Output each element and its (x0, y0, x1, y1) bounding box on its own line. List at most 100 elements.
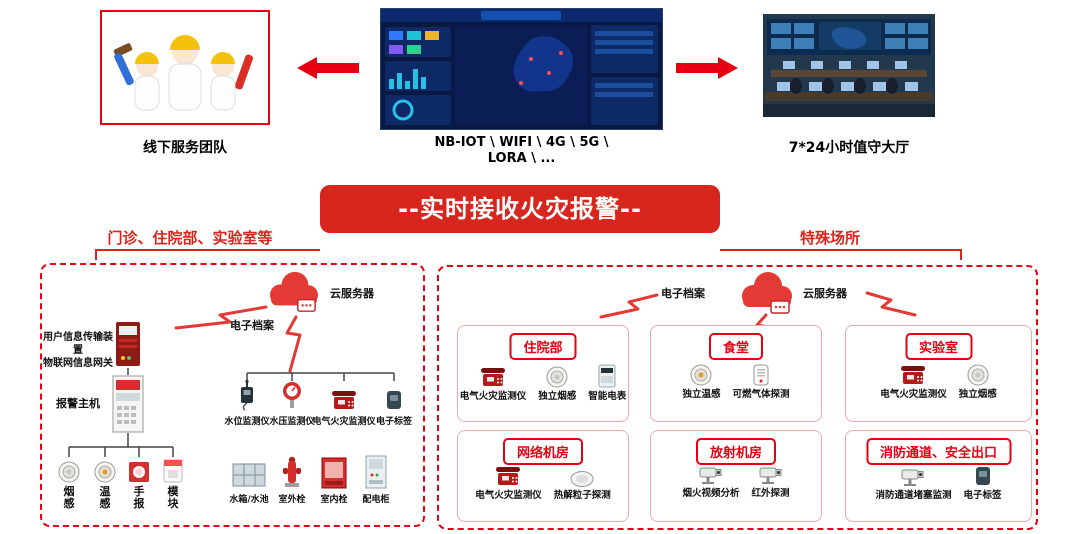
device: 电气火灾监测仪 (475, 465, 542, 502)
sensor-manual: 手报 (124, 453, 154, 511)
electrical-fire-monitor-icon (331, 389, 357, 411)
room-devices: 烟火视频分析 红外探测 (651, 465, 821, 500)
pressure-gauge-icon (280, 381, 304, 411)
device-caption: 可燃气体探测 (732, 389, 790, 400)
device-caption: 烟火视频分析 (682, 488, 740, 499)
indoor-hydrant-icon (321, 457, 347, 489)
sensor-module: 模块 (158, 453, 188, 511)
earchive-label: 电子档案 (661, 287, 705, 300)
temp-detector-icon (690, 364, 712, 386)
sensor-label: 模块 (167, 484, 179, 511)
room-title: 消防通道、安全出口 (865, 438, 1012, 465)
workers-illustration (113, 35, 254, 111)
sensor-label: 温感 (99, 484, 111, 511)
room-box-radiology-room: 放射机房 烟火视频分析 红外探测 (650, 430, 822, 522)
equip-label: 配电柜 (362, 495, 390, 505)
device: 智能电表 (588, 364, 626, 403)
arrow-left-icon (297, 57, 359, 79)
room-box-inpatient: 住院部 电气火灾监测仪 独立烟感 智能电表 (457, 325, 629, 422)
equip-outdoor-hydrant: 室外栓 (262, 447, 322, 505)
device-caption: 热解粒子探测 (553, 490, 611, 501)
hydrant-icon (282, 455, 302, 489)
device: 可燃气体探测 (733, 364, 790, 401)
right-section-line (720, 249, 962, 251)
control-room-mock (763, 14, 935, 117)
monitor-label: 电气火灾监测仪 (312, 417, 376, 427)
right-section-label: 特殊场所 (799, 229, 860, 247)
device: 热解粒子探测 (554, 471, 611, 502)
room-title: 实验室 (904, 333, 973, 360)
dashboard-image (380, 8, 663, 130)
etag-icon (974, 465, 992, 487)
video-camera-icon (698, 465, 724, 485)
device-caption: 红外探测 (751, 488, 790, 499)
equip-indoor-hydrant: 室内栓 (304, 447, 364, 505)
room-devices: 电气火灾监测仪 独立烟感 (846, 364, 1031, 401)
gateway-label-line1: 用户信息传输装置 (43, 332, 113, 356)
equip-label: 室内栓 (320, 495, 348, 505)
room-box-fire-exit: 消防通道、安全出口 消防通道堵塞监测 电子标签 (845, 430, 1032, 522)
network-caption: NB-IOT \ WIFI \ 4G \ 5G \ LORA \ ... (380, 135, 663, 168)
power-cabinet-icon (365, 455, 387, 489)
gateway-label: 用户信息传输装置 物联网信息网关 (42, 331, 114, 370)
room-devices: 消防通道堵塞监测 电子标签 (846, 465, 1031, 502)
electrical-fire-monitor-icon (480, 366, 506, 388)
device-caption: 电子标签 (963, 490, 1002, 501)
room-title: 放射机房 (695, 438, 777, 465)
manual-call-point-icon (128, 461, 150, 483)
equip-power-cabinet: 配电柜 (346, 447, 406, 505)
module-icon (163, 459, 183, 483)
alarm-host-icon (112, 375, 144, 433)
right-system-panel: 电子档案 云服务器 住院部 电气火灾监测仪 独立烟感 智能电表 (437, 265, 1038, 530)
smoke-detector-icon (58, 461, 80, 483)
sensor-temp: 温感 (90, 453, 120, 511)
room-box-canteen: 食堂 独立温感 可燃气体探测 (650, 325, 822, 422)
monitor-water-level: 水位监测仪 (217, 375, 277, 427)
device: 电气火灾监测仪 (459, 366, 527, 403)
device: 独立温感 (682, 364, 721, 401)
monitor-etag: 电子标签 (364, 375, 424, 427)
left-system-panel: 云服务器 电子档案 用户信息传输装置 物联网信息网关 报警主机 烟感 温感 手报… (40, 263, 425, 527)
device-caption: 智能电表 (588, 391, 627, 402)
cloud-server-label: 云服务器 (330, 287, 374, 300)
device-caption: 电气火灾监测仪 (459, 391, 527, 402)
cloud-server-label: 云服务器 (803, 287, 847, 300)
sensor-smoke: 烟感 (54, 453, 84, 511)
water-level-monitor-icon (236, 379, 258, 411)
blockage-camera-icon (900, 467, 926, 487)
left-section-line (95, 249, 320, 251)
arrow-right-icon (676, 57, 738, 79)
device: 红外探测 (752, 465, 790, 500)
monitor-water-pressure: 水压监测仪 (262, 375, 322, 427)
etag-icon (385, 389, 403, 411)
room-box-laboratory: 实验室 电气火灾监测仪 独立烟感 (845, 325, 1032, 422)
electrical-fire-monitor-icon (900, 364, 926, 386)
network-caption-line1: NB-IOT \ WIFI \ 4G \ 5G \ (434, 135, 609, 150)
left-section-label: 门诊、住院部、实验室等 (107, 229, 273, 247)
service-team-caption: 线下服务团队 (143, 140, 227, 156)
right-section-tick (960, 249, 962, 260)
equip-label: 水箱/水池 (229, 495, 269, 505)
particle-detector-icon (570, 471, 594, 487)
device-caption: 独立烟感 (538, 391, 577, 402)
device-caption: 消防通道堵塞监测 (875, 490, 952, 501)
network-caption-line2: LORA \ ... (487, 151, 556, 167)
monitor-label: 水压监测仪 (269, 417, 315, 427)
device: 烟火视频分析 (682, 465, 740, 500)
room-title: 住院部 (509, 333, 577, 360)
equip-label: 室外栓 (278, 495, 306, 505)
room-devices: 电气火灾监测仪 热解粒子探测 (458, 465, 628, 502)
device: 独立烟感 (538, 366, 576, 403)
smart-meter-icon (598, 364, 616, 388)
device-caption: 电气火灾监测仪 (880, 389, 947, 400)
infrared-camera-icon (758, 465, 784, 485)
duty-hall-caption: 7*24小时值守大厅 (788, 140, 910, 156)
device-caption: 独立烟感 (958, 389, 997, 400)
alarm-host-label: 报警主机 (56, 397, 100, 410)
room-title: 网络机房 (502, 438, 584, 465)
left-section-tick (95, 249, 97, 260)
water-tank-icon (232, 461, 266, 489)
device-caption: 电气火灾监测仪 (475, 490, 542, 501)
sensor-label: 烟感 (63, 484, 75, 511)
